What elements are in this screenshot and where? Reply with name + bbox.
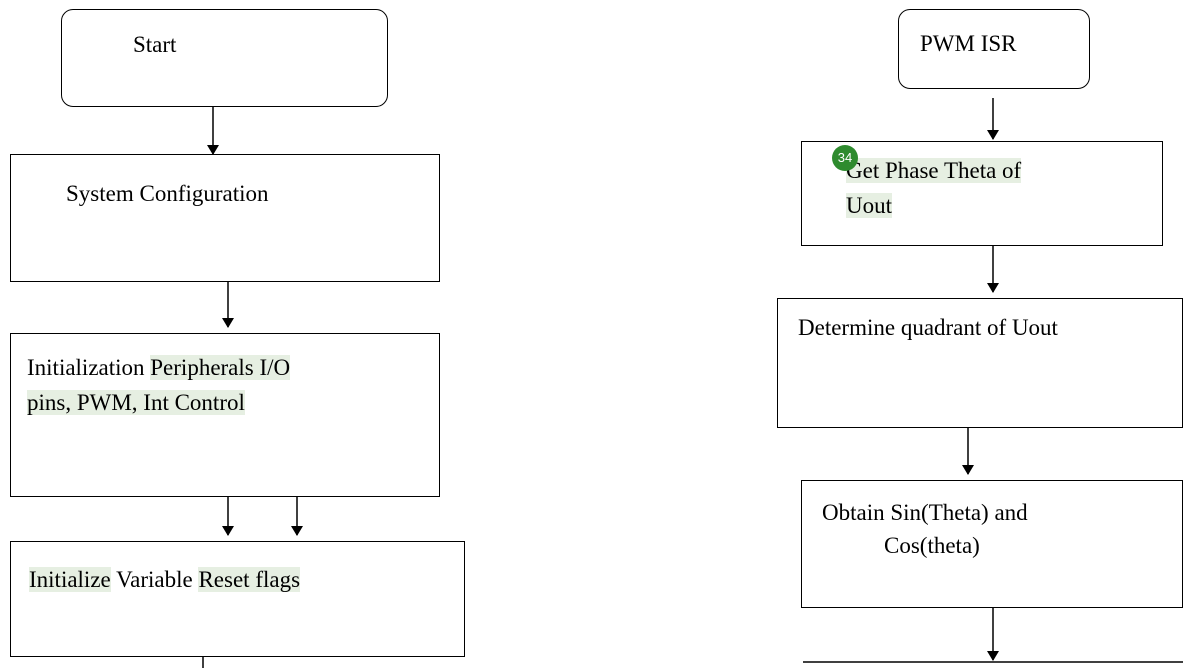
sin-cos-line-1: Obtain Sin(Theta) and (822, 500, 1028, 525)
reset-flags-highlight: Reset flags (198, 567, 301, 592)
determine-quadrant-box: Determine quadrant of Uout (777, 298, 1183, 428)
get-phase-highlight-1: Get Phase Theta of (846, 158, 1022, 183)
get-phase-highlight-2: Uout (846, 193, 892, 218)
system-configuration-label: System Configuration (66, 181, 269, 206)
initialization-line-2: pins, PWM, Int Control (27, 386, 245, 420)
initialize-highlight: Initialize (29, 567, 111, 592)
variable-text: Variable (110, 567, 199, 592)
pwm-isr-label: PWM ISR (920, 31, 1017, 56)
comment-count-badge[interactable]: 34 (832, 145, 858, 171)
get-phase-box: Get Phase Theta of Uout (801, 141, 1163, 246)
initialize-variable-line: Initialize Variable Reset flags (29, 563, 301, 597)
sin-cos-box: Obtain Sin(Theta) and Cos(theta) (801, 480, 1183, 608)
sin-cos-line-2: Cos(theta) (884, 533, 980, 558)
initialization-prefix: Initialization (27, 355, 151, 380)
pwm-isr-node: PWM ISR (898, 9, 1090, 89)
get-phase-line-1: Get Phase Theta of (846, 154, 1022, 188)
initialize-variable-box: Initialize Variable Reset flags (10, 541, 465, 657)
start-label: Start (133, 32, 177, 57)
determine-quadrant-label: Determine quadrant of Uout (798, 315, 1058, 340)
initialization-box: Initialization Peripherals I/O pins, PWM… (10, 333, 440, 497)
system-configuration-box: System Configuration (10, 154, 440, 282)
peripherals-highlight: Peripherals I/O (150, 355, 291, 380)
initialization-line-1: Initialization Peripherals I/O (27, 351, 291, 385)
pins-pwm-highlight: pins, PWM, Int Control (27, 390, 245, 415)
start-node: Start (61, 9, 388, 107)
get-phase-line-2: Uout (846, 189, 892, 223)
